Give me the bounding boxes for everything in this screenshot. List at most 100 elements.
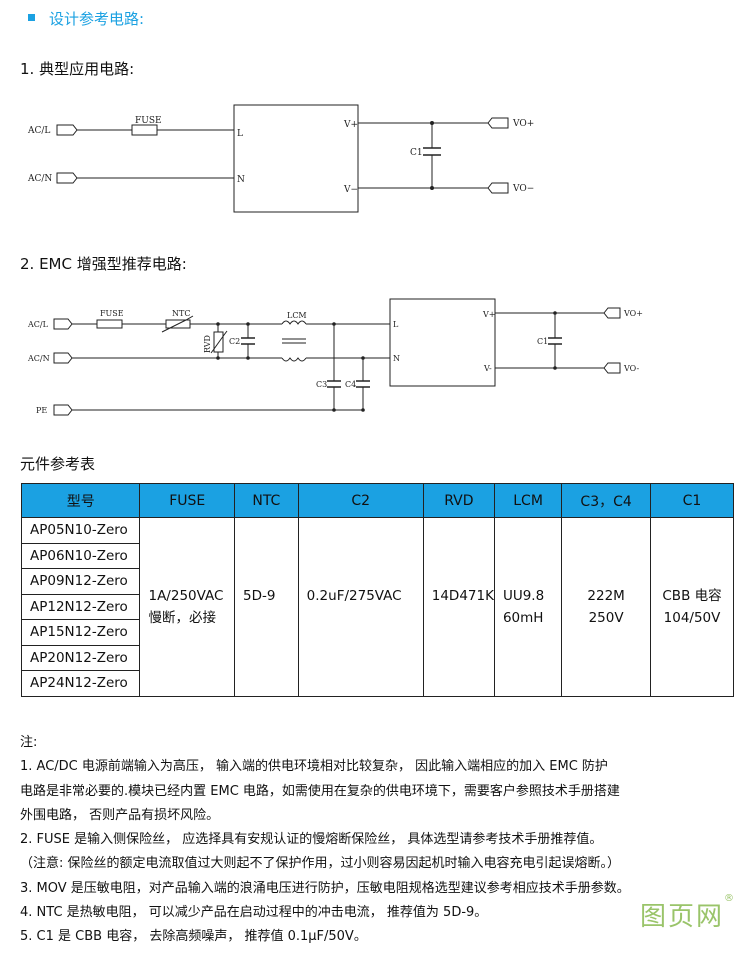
power-module-box — [233, 104, 359, 213]
model-cell: AP09N12-Zero — [20, 568, 141, 595]
lcm-value: 60mH — [502, 609, 544, 626]
note-line: 1. AC/DC 电源前端输入为高压， 输入端的供电环境相对比较复杂， 因此输入… — [20, 759, 608, 775]
table-row: AP12N12-Zero — [20, 593, 734, 620]
c1-value: 104/50V — [663, 609, 721, 626]
note-line: 5. C1 是 CBB 电容， 去除高频噪声， 推荐值 0.1μF/50V。 — [20, 929, 367, 945]
acn-terminal — [56, 172, 78, 184]
header-cell: C3，C4 — [561, 483, 652, 518]
vo-plus-terminal — [603, 307, 621, 319]
model-cell: AP05N10-Zero — [20, 517, 141, 544]
note-line: （注意: 保险丝的额定电流取值过大则起不了保护作用，过小则容易因起机时输入电容充… — [20, 856, 621, 872]
header-cell: RVD — [422, 483, 495, 518]
lcm-coil-bottom — [281, 357, 307, 362]
registered-mark: ® — [724, 893, 736, 905]
lcm-type: UU9.8 — [502, 587, 545, 604]
header-cell: 型号 — [20, 483, 141, 518]
ntc-label: NTC — [172, 309, 190, 318]
bullet-square-icon — [28, 14, 35, 21]
fuse-note: 慢断，必接 — [148, 609, 216, 626]
c1-type: CBB 电容 — [662, 587, 722, 604]
model-cell: AP15N12-Zero — [20, 619, 141, 646]
c2-label: C2 — [229, 337, 240, 346]
acn-label: AC/N — [27, 174, 52, 184]
power-module-box — [389, 298, 496, 387]
header-cell: NTC — [234, 483, 299, 518]
lcm-cell: UU9.8 60mH — [493, 517, 563, 697]
acl-label: AC/L — [27, 320, 49, 329]
pe-terminal — [53, 404, 73, 416]
c1-label: C1 — [410, 148, 423, 158]
model-cell: AP06N10-Zero — [20, 542, 141, 569]
c3-label: C3 — [316, 380, 327, 389]
notes-heading: 注: — [20, 735, 38, 750]
vminus-pin-label: V− — [343, 185, 358, 195]
c3c4-cell: 222M 250V — [561, 517, 652, 697]
acl-label: AC/L — [27, 126, 50, 136]
model-cell: AP12N12-Zero — [20, 593, 141, 620]
table-row: AP24N12-Zero — [20, 670, 734, 697]
n-pin-label: N — [393, 354, 400, 363]
header-cell: C1 — [650, 483, 734, 518]
c2-cell: 0.2uF/275VAC — [297, 517, 424, 697]
header-cell: FUSE — [139, 483, 236, 518]
table-row: AP20N12-Zero — [20, 644, 734, 671]
rvd-label: RVD — [203, 335, 212, 353]
vo-plus-label: VO+ — [512, 119, 534, 129]
lcm-label: LCM — [287, 311, 307, 320]
fuse-symbol — [96, 319, 123, 329]
acl-terminal — [56, 124, 78, 136]
l-pin-label: L — [237, 129, 243, 139]
note-line: 4. NTC 是热敏电阻， 可以减少产品在启动过程中的冲击电流， 推荐值为 5D… — [20, 905, 488, 921]
n-pin-label: N — [237, 175, 245, 185]
vplus-pin-label: V+ — [482, 310, 495, 319]
c3c4-code: 222M — [587, 587, 625, 604]
fuse-label: FUSE — [100, 309, 124, 318]
vo-plus-terminal — [487, 117, 509, 129]
emc-circuit-diagram: AC/L AC/N PE FUSE NTC RVD C2 LCM C3 C4 L… — [27, 298, 643, 416]
fuse-cell: 1A/250VAC 慢断，必接 — [139, 517, 236, 697]
note-line: 2. FUSE 是输入侧保险丝， 应选择具有安规认证的慢熔断保险丝， 具体选型请… — [20, 832, 603, 848]
fuse-symbol — [131, 124, 158, 136]
acn-label: AC/N — [27, 354, 50, 363]
note-line: 外围电路， 否则产品有损坏风险。 — [20, 807, 220, 823]
c1-cell: CBB 电容 104/50V — [650, 517, 734, 697]
typical-circuit-title: 1. 典型应用电路: — [20, 60, 135, 78]
component-table: 型号 FUSE NTC C2 RVD LCM C3，C4 C1 AP05N10-… — [20, 483, 734, 697]
vminus-pin-label: V- — [483, 364, 492, 373]
c3c4-voltage: 250V — [588, 609, 624, 626]
section-header-text: 设计参考电路: — [49, 10, 145, 28]
vplus-pin-label: V+ — [343, 120, 358, 130]
vo-plus-label: VO+ — [623, 309, 643, 318]
emc-circuit-title: 2. EMC 增强型推荐电路: — [20, 255, 187, 273]
table-row: AP06N10-Zero — [20, 542, 734, 569]
model-cell: AP24N12-Zero — [20, 670, 141, 697]
acl-terminal — [53, 318, 73, 330]
vo-minus-label: VO− — [512, 184, 534, 194]
header-cell: C2 — [297, 483, 424, 518]
section-header: 设计参考电路: — [28, 8, 144, 29]
model-cell: AP20N12-Zero — [20, 644, 141, 671]
fuse-label: FUSE — [135, 116, 162, 126]
note-line: 电路是非常必要的.模块已经内置 EMC 电路，如需使用在复杂的供电环境下，需要客… — [20, 783, 620, 799]
rvd-cell: 14D471K — [422, 517, 495, 697]
pe-label: PE — [36, 406, 47, 415]
note-line: 3. MOV 是压敏电阻，对产品输入端的浪涌电压进行防护，压敏电阻规格选型建议参… — [20, 880, 630, 896]
vo-minus-label: VO- — [623, 364, 639, 373]
table-row: AP05N10-Zero 1A/250VAC 慢断，必接 5D-9 0.2uF/… — [20, 517, 734, 697]
acn-terminal — [53, 352, 73, 364]
notes-block: 注: 1. AC/DC 电源前端输入为高压， 输入端的供电环境相对比较复杂， 因… — [20, 731, 732, 950]
table-header-row: 型号 FUSE NTC C2 RVD LCM C3，C4 C1 — [20, 483, 734, 518]
vo-minus-terminal — [487, 182, 509, 194]
vo-minus-terminal — [603, 362, 621, 374]
header-cell: LCM — [493, 483, 563, 518]
watermark-text: 图页网 — [639, 902, 724, 932]
c4-label: C4 — [345, 380, 356, 389]
watermark-logo: 图页网® — [639, 893, 736, 933]
table-caption: 元件参考表 — [20, 455, 96, 473]
typical-circuit-diagram: AC/L AC/N FUSE L N V+ V− C1 VO+ VO− — [27, 104, 534, 213]
l-pin-label: L — [393, 320, 399, 329]
c1-label: C1 — [537, 337, 548, 346]
lcm-coil-top — [281, 320, 307, 325]
ntc-cell: 5D-9 — [234, 517, 299, 697]
fuse-rating: 1A/250VAC — [148, 587, 224, 604]
